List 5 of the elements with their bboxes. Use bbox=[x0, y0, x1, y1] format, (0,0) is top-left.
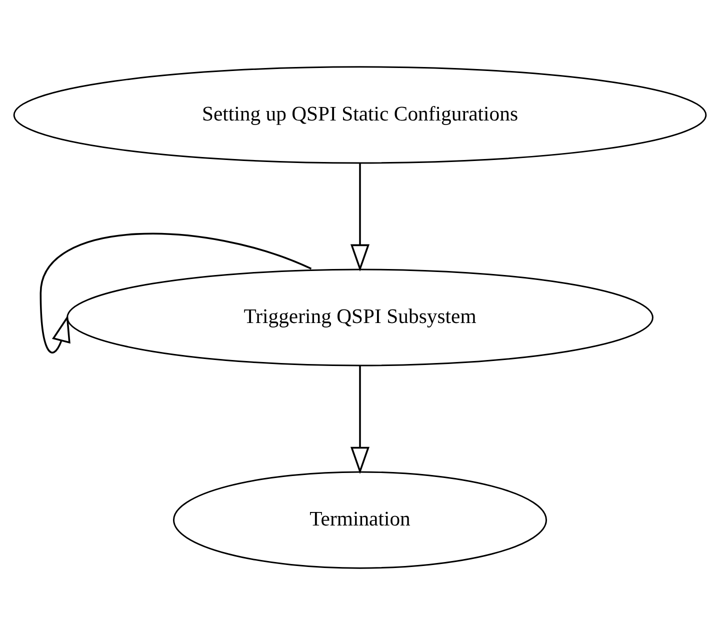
node-ellipse: Termination bbox=[172, 471, 548, 569]
arrow bbox=[350, 366, 370, 474]
node-ellipse: Setting up QSPI Static Configurations bbox=[13, 66, 707, 164]
node-ellipse: Triggering QSPI Subsystem bbox=[66, 268, 654, 366]
arrow bbox=[350, 163, 370, 272]
